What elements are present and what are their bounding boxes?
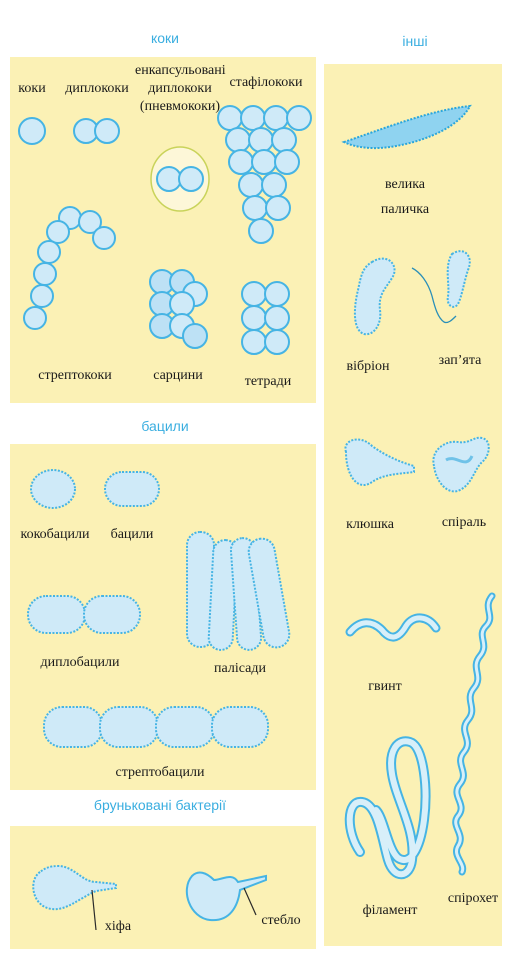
label-hypha: хіфа <box>98 918 138 935</box>
label-stalk: стебло <box>256 912 306 929</box>
label-comma: зап’ята <box>430 352 490 369</box>
large-rod-shape <box>344 106 470 148</box>
label-screw: гвинт <box>360 678 410 695</box>
sarcina-shape <box>150 270 207 348</box>
spiral-shape <box>433 438 488 492</box>
diplococcus-shape <box>74 119 119 143</box>
spirochete-shape <box>456 596 492 872</box>
filament-shape <box>350 741 426 874</box>
label-streptococci: стрептококи <box>30 367 120 384</box>
comma-shape <box>412 251 470 322</box>
bacillus-shape <box>105 472 159 506</box>
label-large-rod-line2: паличка <box>370 201 440 218</box>
streptococci-shape <box>24 207 115 329</box>
label-diplobacilli: диплобацили <box>30 654 130 671</box>
label-tetrads: тетради <box>238 373 298 390</box>
stalk-shape <box>187 873 266 921</box>
diplobacilli-shape <box>28 596 140 633</box>
label-sarcina: сарцини <box>148 367 208 384</box>
encapsulated-diplococcus-shape <box>151 147 209 211</box>
palisades-shape <box>187 532 291 651</box>
vibrio-shape <box>355 259 395 335</box>
label-large-rod-line1: велика <box>370 176 440 193</box>
coccus-shape <box>19 118 45 144</box>
label-streptobacilli: стрептобацили <box>105 764 215 781</box>
label-encapsulated-line3: (пневмококи) <box>135 98 225 115</box>
label-bacilli: бацили <box>102 526 162 543</box>
tetrads-shape <box>242 282 289 354</box>
club-shape <box>345 439 414 485</box>
label-club: клюшка <box>340 516 400 533</box>
label-encapsulated-line2: диплококи <box>135 80 225 97</box>
label-spiral: спіраль <box>434 514 494 531</box>
streptobacilli-shape <box>44 707 268 747</box>
label-cocci: коки <box>10 80 54 97</box>
label-palisades: палісади <box>210 660 270 677</box>
screw-shape <box>350 618 436 637</box>
label-spirochete: спірохет <box>438 890 508 907</box>
label-coccobacilli: кокобацили <box>10 526 100 543</box>
label-diplococci: диплококи <box>62 80 132 97</box>
label-staphylococci: стафілококи <box>226 74 306 91</box>
coccobacillus-shape <box>31 470 75 508</box>
label-filament: філамент <box>350 902 430 919</box>
label-vibrio: вібріон <box>338 358 398 375</box>
label-encapsulated-line1: енкапсульовані <box>135 62 225 79</box>
staphylococci-shape <box>218 106 311 243</box>
